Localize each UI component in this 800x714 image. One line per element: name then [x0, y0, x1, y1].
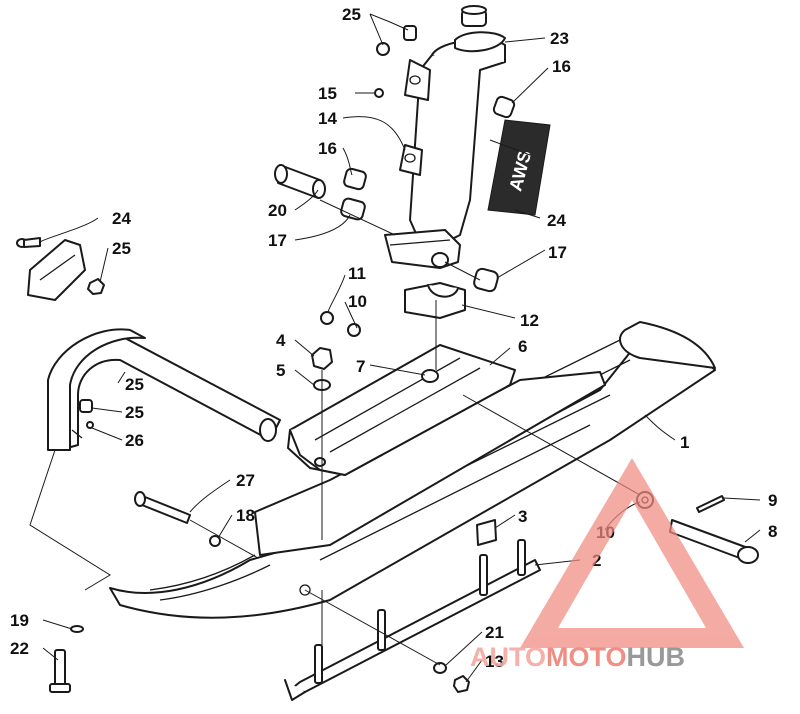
bolt-9: [696, 495, 725, 513]
callout-12: 12: [520, 311, 539, 330]
bushing-16-left: [343, 167, 367, 191]
callout-16-left: 16: [318, 139, 337, 158]
callout-22: 25: [112, 239, 131, 258]
callout-14: 25: [342, 5, 361, 24]
ski-handle: [47, 328, 281, 451]
callout-13: 14: [318, 109, 337, 128]
shaft-18: [274, 164, 326, 199]
callout-6: 6: [518, 337, 527, 356]
watermark-hub: HUB: [627, 642, 686, 672]
callout-11: 11: [348, 264, 366, 283]
callout-17-left: 17: [268, 231, 287, 250]
watermark-moto: MOTO: [546, 642, 627, 672]
nut-22: [87, 278, 105, 295]
callout-16-right: 16: [552, 57, 571, 76]
spacer-3: [476, 519, 497, 546]
callout-21: 24: [112, 209, 131, 228]
watermark-auto: AUTO: [470, 642, 546, 672]
callout-9: 9: [768, 491, 777, 510]
callout-25-handle: 26: [125, 431, 144, 450]
callout-labels: 25 23 16 15 14 16 20 17 24 17 24 25 11 1…: [10, 5, 777, 671]
washer-10-top: [347, 323, 361, 337]
bushing-17-right: [473, 267, 499, 293]
bolt-21: [16, 237, 41, 248]
callout-leaders: [39, 13, 761, 683]
watermark: AUTOMOTOHUB: [470, 458, 744, 672]
callout-7: 7: [356, 357, 365, 376]
washer-25-bolt26: [70, 625, 84, 633]
washer-25-bolt: [209, 535, 221, 547]
ski: [109, 321, 716, 619]
callout-25-bolt26: 19: [10, 611, 29, 630]
spindle-decal: AWS: [487, 119, 551, 216]
callout-15: 15: [318, 84, 337, 103]
callout-5: 5: [276, 361, 285, 380]
callout-8: 8: [768, 522, 777, 541]
callout-17-right: 17: [548, 243, 567, 262]
callout-26: 22: [10, 639, 29, 658]
callout-4: 4: [276, 331, 286, 350]
washer-14-a: [376, 42, 390, 56]
spindle-cap: [454, 5, 506, 53]
lock-nut-4: [311, 347, 333, 370]
washer-14-b: [403, 25, 417, 41]
callout-18: 20: [268, 201, 287, 220]
callout-25-bolt: 18: [236, 506, 255, 525]
washer-25-bottom: [433, 662, 447, 674]
callout-1: 1: [680, 433, 689, 452]
callout-10-top: 10: [348, 292, 367, 311]
callout-24-handle: 25: [125, 403, 144, 422]
svg-text:AUTOMOTOHUB: AUTOMOTOHUB: [470, 642, 685, 672]
bushing-16-right: [492, 95, 516, 119]
fitting-15: [374, 88, 384, 98]
bushing-24-handle: [79, 399, 93, 413]
bushing-17-left: [340, 197, 366, 221]
spindle: [384, 38, 506, 269]
assembly-lines: [29, 199, 641, 666]
washer-11: [320, 311, 334, 325]
callout-20: 24: [547, 211, 566, 230]
washer-25-handle: [86, 421, 94, 429]
callout-27: 27: [236, 471, 255, 490]
watermark-triangle: [520, 458, 744, 648]
mount-bracket: [27, 239, 86, 301]
ski-saddle: [287, 344, 516, 476]
wear-block: [404, 282, 466, 319]
callout-23: 25: [125, 375, 144, 394]
nut-24-bottom: [453, 675, 470, 693]
bolt-27: [134, 491, 191, 524]
bolt-26: [49, 649, 71, 693]
callout-19: 23: [550, 29, 569, 48]
callout-24-bottom: 13: [485, 652, 504, 671]
callout-25-bottom: 21: [485, 623, 504, 642]
callout-3: 3: [518, 507, 527, 526]
